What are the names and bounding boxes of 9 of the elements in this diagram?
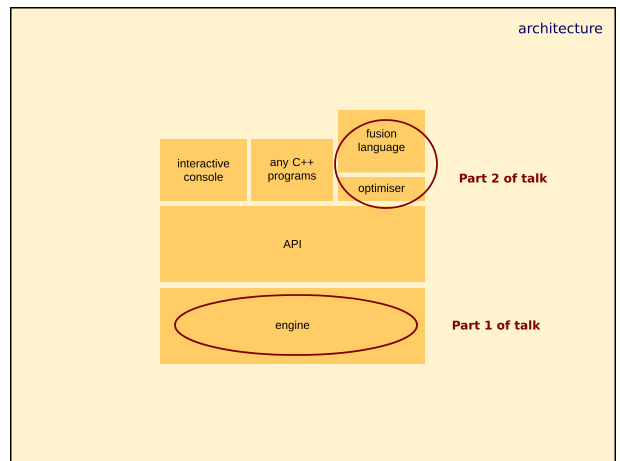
layer-box: interactive console bbox=[160, 139, 247, 201]
layer-box: API bbox=[160, 206, 425, 282]
layer-box: any C++ programs bbox=[251, 139, 333, 201]
annotation-label: Part 2 of talk bbox=[460, 173, 548, 183]
layer-box: optimiser bbox=[338, 177, 425, 201]
layer-box: engine bbox=[160, 288, 425, 364]
layer-box: fusion language bbox=[338, 110, 425, 172]
slide-title: architecture bbox=[518, 22, 602, 34]
annotation-label: Part 1 of talk bbox=[452, 320, 540, 330]
